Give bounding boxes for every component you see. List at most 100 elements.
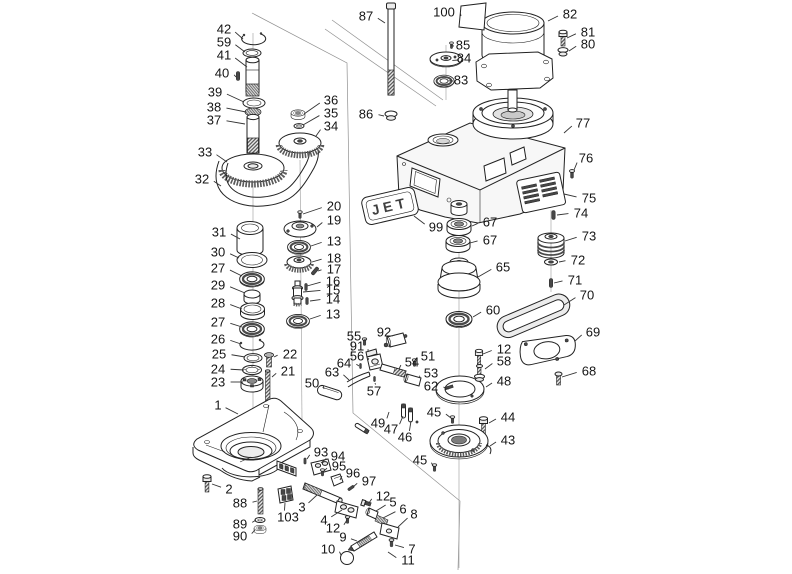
leader-line-72 — [558, 260, 566, 263]
leader-line-58 — [484, 363, 493, 370]
leader-line-62 — [443, 386, 450, 390]
part-87-draw-rod — [386, 2, 396, 96]
part-97-pin — [347, 484, 355, 492]
leader-line-4 — [331, 509, 343, 518]
callout-34-9: 34 — [324, 119, 338, 134]
callout-39-4: 39 — [208, 85, 222, 100]
leader-line-3 — [308, 494, 318, 504]
callout-86-35: 86 — [359, 107, 373, 122]
leader-line-49 — [386, 411, 390, 419]
part-13-bearing-b — [285, 313, 311, 330]
leader-line-33 — [216, 154, 228, 163]
part-54-shaft — [379, 363, 407, 378]
leader-line-60 — [472, 311, 482, 318]
callout-21-23: 21 — [281, 364, 295, 379]
callout-43-75: 43 — [501, 433, 515, 448]
leader-line-34 — [315, 129, 321, 137]
part-74-pin — [551, 210, 556, 220]
leader-line-16 — [306, 281, 321, 287]
leader-line-38 — [226, 107, 247, 113]
callout-95-82: 95 — [332, 459, 346, 474]
callout-67-54: 67 — [483, 215, 497, 230]
part-73-motor-pulley — [537, 232, 565, 259]
callout-32-11: 32 — [195, 172, 209, 187]
callout-7-99: 7 — [408, 542, 415, 557]
callout-13-33: 13 — [326, 307, 340, 322]
callout-22-22: 22 — [283, 347, 297, 362]
callout-33-10: 33 — [198, 145, 212, 160]
leader-line-64 — [356, 363, 360, 367]
leader-line-12 — [482, 350, 492, 355]
leader-line-30 — [229, 253, 240, 259]
leader-line-15 — [302, 289, 321, 293]
part-27-bearing-b — [238, 320, 266, 339]
part-12-screw-a — [474, 348, 484, 366]
leader-line-12 — [343, 519, 348, 526]
head-lower-stub — [450, 200, 468, 216]
callout-49-76: 49 — [371, 416, 385, 431]
leader-line-70 — [563, 297, 576, 306]
leader-line-81 — [566, 33, 577, 39]
callout-82-40: 82 — [563, 7, 577, 22]
callout-51-67: 51 — [421, 349, 435, 364]
leader-line-90 — [251, 529, 256, 534]
callout-56-60: 56 — [350, 349, 364, 364]
leader-line-76 — [573, 162, 578, 171]
callout-45-73: 45 — [427, 405, 441, 420]
callout-16-30: 16 — [326, 274, 340, 289]
callout-47-77: 47 — [384, 422, 398, 437]
part-14-pin — [305, 297, 309, 305]
part-42-retaining-ring — [241, 32, 267, 46]
callout-75-45: 75 — [582, 191, 596, 206]
part-86-washer-nut — [384, 110, 398, 121]
leader-line-26 — [230, 339, 242, 345]
callout-1-24: 1 — [214, 398, 221, 413]
callout-96-83: 96 — [346, 466, 360, 481]
part-48-clutch-ring — [435, 375, 485, 405]
callout-55-58: 55 — [347, 329, 361, 344]
leader-line-13 — [310, 241, 322, 247]
callout-90-91: 90 — [233, 529, 247, 544]
leader-line-20 — [302, 207, 322, 215]
part-58-bolt-washer — [474, 364, 485, 382]
part-76-screw — [569, 169, 575, 179]
leader-line-48 — [485, 382, 493, 388]
leader-line-32 — [213, 180, 222, 187]
callout-20-25: 20 — [327, 199, 341, 214]
leader-line-29 — [229, 286, 246, 294]
leader-line-73 — [564, 236, 577, 242]
leader-line-88 — [252, 500, 258, 503]
callout-88-89: 88 — [233, 496, 247, 511]
part-31-quill-sleeve — [236, 221, 264, 256]
part-21-stud — [265, 369, 271, 402]
callout-69-51: 69 — [586, 325, 600, 340]
leader-line-56 — [367, 358, 370, 361]
part-13-bearing — [286, 239, 312, 256]
leader-line-2 — [211, 483, 222, 488]
part-65-spindle-pulley — [437, 257, 481, 299]
callout-46-78: 46 — [398, 430, 412, 445]
callout-26-18: 26 — [211, 332, 225, 347]
leader-line-37 — [226, 120, 246, 125]
part-68-screw — [554, 371, 563, 386]
leader-line-41 — [234, 57, 248, 68]
part-92-plunger — [383, 332, 408, 348]
leader-line-75 — [563, 193, 577, 198]
leader-line-80 — [568, 45, 577, 52]
leader-line-97 — [352, 482, 358, 488]
callout-3-85: 3 — [298, 500, 305, 515]
leader-line-50 — [322, 385, 325, 390]
callout-13-27: 13 — [327, 234, 341, 249]
part-16-pin — [304, 283, 308, 291]
part-72-washer — [544, 258, 558, 266]
leader-line-103 — [284, 502, 286, 511]
leader-line-45 — [431, 462, 434, 467]
callout-5-94: 5 — [389, 495, 396, 510]
callout-15-31: 15 — [326, 283, 340, 298]
part-99-nameplate: JET — [361, 186, 419, 226]
callout-12-70: 12 — [497, 342, 511, 357]
leader-line-93 — [306, 454, 311, 460]
leader-line-24 — [230, 368, 245, 371]
leader-line-47 — [399, 415, 404, 425]
part-67-nut-b — [445, 235, 471, 253]
